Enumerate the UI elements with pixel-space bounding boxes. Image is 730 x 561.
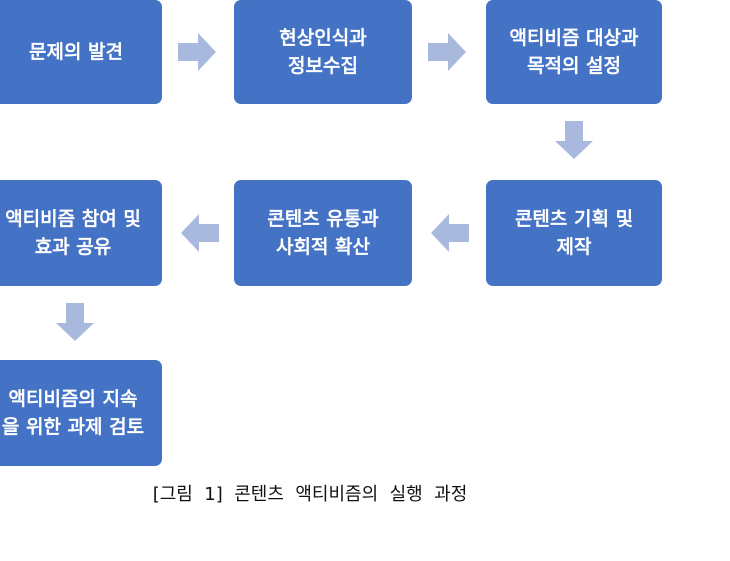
step-participation-sharing: 액티비즘 참여 및 효과 공유: [0, 180, 162, 286]
step-label-line: 사회적 확산: [275, 236, 370, 258]
arrow-left-icon: [181, 214, 219, 252]
step-label-line: 효과 공유: [34, 236, 112, 258]
step-label-line: 제작: [556, 236, 592, 258]
figure-caption: [그림 1] 콘텐츠 액티비즘의 실행 과정: [152, 484, 468, 505]
step-distribution-spread: 콘텐츠 유통과 사회적 확산: [234, 180, 412, 286]
arrow-right-icon: [428, 33, 466, 71]
arrow-down-icon: [555, 121, 593, 159]
step-label-line: 정보수집: [288, 55, 358, 77]
step-label-line: 현상인식과: [279, 27, 367, 49]
arrow-down-icon: [56, 303, 94, 341]
step-label-line: 콘텐츠 기획 및: [514, 208, 634, 230]
step-label-line: 액티비즘 대상과: [509, 27, 639, 49]
arrow-left-icon: [431, 214, 469, 252]
step-content-planning: 콘텐츠 기획 및 제작: [486, 180, 662, 286]
step-sustainability-review: 액티비즘의 지속 을 위한 과제 검토: [0, 360, 162, 466]
step-label-line: 문제의 발견: [28, 41, 123, 63]
step-problem-discovery: 문제의 발견: [0, 0, 162, 104]
step-label-line: 액티비즘의 지속: [8, 388, 138, 410]
step-recognition-info: 현상인식과 정보수집: [234, 0, 412, 104]
step-target-goal: 액티비즘 대상과 목적의 설정: [486, 0, 662, 104]
step-label-line: 콘텐츠 유통과: [267, 208, 379, 230]
step-label-line: 목적의 설정: [526, 55, 621, 77]
step-label-line: 액티비즘 참여 및: [5, 208, 141, 230]
step-label-line: 을 위한 과제 검토: [1, 416, 145, 438]
arrow-right-icon: [178, 33, 216, 71]
